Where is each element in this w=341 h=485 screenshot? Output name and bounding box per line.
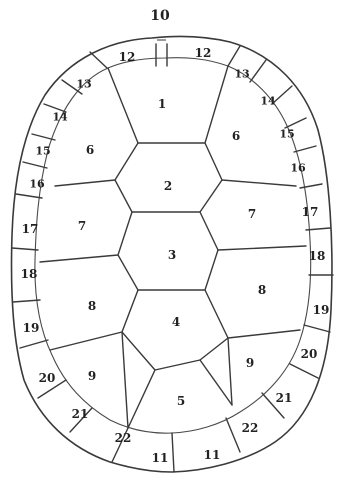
label-marginal-left-14: 14: [52, 111, 68, 124]
label-vertebral-3: 3: [168, 248, 176, 262]
label-marginal-left-21: 21: [72, 407, 89, 421]
label-marginal-left-16: 16: [29, 178, 45, 191]
label-vertebral-5: 5: [177, 394, 185, 408]
label-marginal-right-22: 22: [242, 421, 259, 435]
label-costal-right-8: 8: [258, 283, 266, 297]
label-vertebral-2: 2: [164, 179, 172, 193]
label-marginal-right-12: 12: [195, 46, 212, 60]
label-marginal-right-11: 11: [204, 448, 221, 462]
label-marginal-left-15: 15: [35, 145, 50, 158]
label-marginal-left-13: 13: [76, 78, 91, 91]
label-costal-left-6: 6: [86, 143, 94, 157]
label-marginal-right-14: 14: [260, 95, 276, 108]
label-vertebral-1: 1: [158, 97, 166, 111]
label-marginal-left-12: 12: [119, 50, 136, 64]
label-marginal-right-15: 15: [279, 128, 294, 141]
label-marginal-right-21: 21: [276, 391, 293, 405]
label-vertebral-4: 4: [172, 315, 180, 329]
label-marginal-right-19: 19: [313, 303, 330, 317]
label-costal-right-9: 9: [246, 356, 254, 370]
label-marginal-left-19: 19: [23, 321, 40, 335]
label-marginal-left-17: 17: [22, 222, 39, 236]
label-marginal-left-20: 20: [39, 371, 56, 385]
label-marginal-right-13: 13: [234, 68, 249, 81]
label-marginal-left-11: 11: [152, 451, 169, 465]
label-costal-left-9: 9: [88, 369, 96, 383]
label-costal-left-7: 7: [78, 219, 86, 233]
label-marginal-left-18: 18: [21, 267, 38, 281]
label-nuchal: 10: [150, 8, 170, 24]
label-costal-right-6: 6: [232, 129, 240, 143]
label-marginal-right-20: 20: [301, 347, 318, 361]
label-costal-right-7: 7: [248, 207, 256, 221]
label-marginal-right-18: 18: [309, 249, 326, 263]
label-costal-left-8: 8: [88, 299, 96, 313]
label-marginal-right-17: 17: [302, 205, 319, 219]
label-marginal-left-22: 22: [115, 431, 132, 445]
label-marginal-right-16: 16: [290, 162, 306, 175]
